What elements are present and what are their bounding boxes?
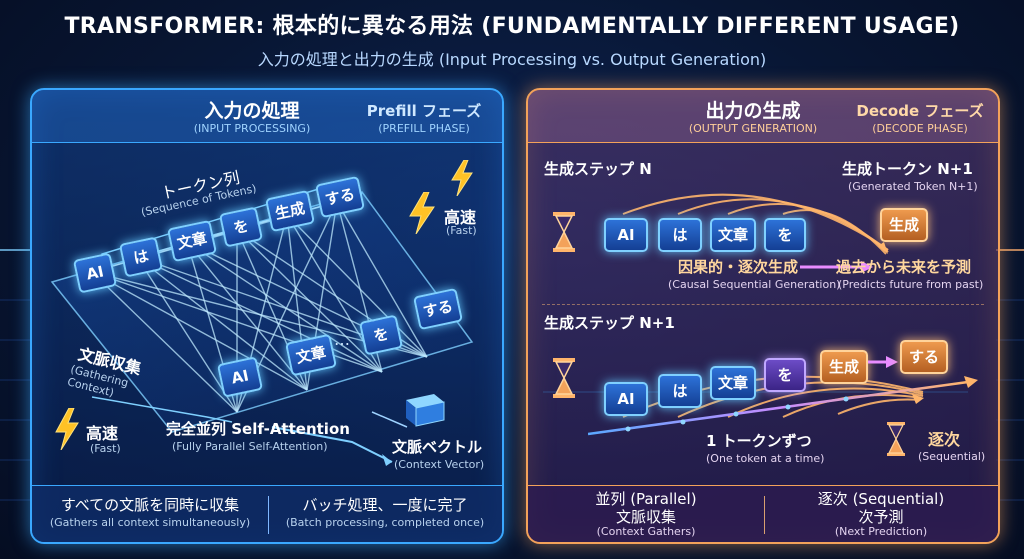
hourglass-icon: [553, 212, 575, 252]
footer-batch: バッチ処理、一度に完了: [302, 496, 468, 514]
hourglass-icon: [553, 358, 575, 398]
timeline-arrow: [588, 376, 978, 436]
right-panel-title: 出力の生成: [705, 100, 801, 122]
sequential-label: 逐次: [928, 430, 961, 449]
token-wa: は: [658, 218, 702, 252]
token-bunsho: 文章: [710, 218, 756, 252]
right-panel-title-en: (OUTPUT GENERATION): [688, 122, 818, 135]
next-arrow-icon: [868, 356, 898, 368]
token-suru-generated: する: [900, 340, 948, 374]
page-title: TRANSFORMER: 根本的に異なる用法 (FUNDAMENTALLY DI…: [64, 14, 960, 39]
token-wa: は: [658, 374, 702, 408]
step-n-label: 生成ステップ N: [544, 160, 652, 178]
left-panel-footer: すべての文脈を同時に収集 (Gathers all context simult…: [32, 485, 502, 542]
generated-token-label: 生成トークン N+1: [842, 160, 973, 178]
footer-sequential: 逐次 (Sequential): [817, 490, 945, 508]
step-separator: [542, 304, 984, 305]
left-panel-title: 入力の処理: [204, 100, 300, 122]
left-panel-header: [32, 90, 502, 143]
footer-divider: [268, 496, 269, 534]
fast-label-en: (Fast): [446, 224, 477, 237]
footer-parallel: 並列 (Parallel): [595, 490, 697, 508]
lightning-icon: [55, 408, 79, 450]
token-ai: AI: [604, 382, 648, 416]
token-ellipsis: …: [334, 330, 350, 349]
prefill-phase-label-en: (PREFILL PHASE): [378, 122, 470, 135]
token-bunsho: 文章: [710, 366, 756, 400]
left-panel-title-en: (INPUT PROCESSING): [193, 122, 311, 135]
lightning-icon: [409, 192, 435, 234]
predict-label: 過去から未来を予測: [836, 258, 972, 276]
context-vector-label-en: (Context Vector): [394, 458, 485, 471]
footer-batch-en: (Batch processing, completed once): [285, 516, 485, 529]
predict-label-en: (Predicts future from past): [838, 278, 984, 291]
token-ai: AI: [604, 218, 648, 252]
right-panel-footer: 並列 (Parallel) 文脈収集 (Context Gathers) 逐次 …: [528, 485, 998, 542]
causal-label: 因果的・逐次生成: [678, 258, 799, 276]
self-attention-label: 完全並列 Self-Attention: [166, 420, 350, 438]
one-token-label: 1 トークンずつ: [706, 432, 812, 450]
self-attention-label-en: (Fully Parallel Self-Attention): [172, 440, 328, 453]
decode-phase-label-en: (DECODE PHASE): [872, 122, 968, 135]
prefill-phase-label: Prefill フェーズ: [366, 102, 482, 120]
footer-gathers-all: すべての文脈を同時に収集: [60, 496, 240, 514]
fast-label: 高速: [444, 208, 477, 227]
decode-phase-label: Decode フェーズ: [856, 102, 984, 120]
footer-gathers-all-en: (Gathers all context simultaneously): [49, 516, 251, 529]
causal-label-en: (Causal Sequential Generation): [668, 278, 841, 291]
token-seisei-generated: 生成: [880, 208, 928, 242]
output-generation-panel: 出力の生成 (OUTPUT GENERATION) Decode フェーズ (D…: [526, 88, 1000, 544]
fast-label: 高速: [86, 424, 119, 443]
input-processing-panel: 入力の処理 (INPUT PROCESSING) Prefill フェーズ (P…: [30, 88, 504, 544]
right-panel-header: [528, 90, 998, 143]
token-wo: を: [764, 218, 806, 252]
sequential-label-en: (Sequential): [918, 450, 986, 463]
one-token-label-en: (One token at a time): [706, 452, 825, 465]
page-subtitle: 入力の処理と出力の生成 (Input Processing vs. Output…: [257, 50, 767, 69]
footer-context-gather: 文脈収集: [615, 508, 676, 526]
footer-divider: [764, 496, 765, 534]
step-n1-label: 生成ステップ N+1: [544, 314, 675, 332]
context-vector-cube: [406, 394, 445, 427]
generated-token-label-en: (Generated Token N+1): [848, 180, 978, 193]
token-seisei: 生成: [820, 350, 868, 384]
footer-next-prediction-en: (Next Prediction): [834, 525, 928, 538]
fast-label-en: (Fast): [90, 442, 121, 455]
hourglass-icon: [887, 422, 905, 456]
context-vector-label: 文脈ベクトル: [392, 438, 483, 456]
footer-context-gather-en: (Context Gathers): [596, 525, 696, 538]
lightning-icon: [451, 160, 473, 196]
footer-next-prediction: 次予測: [858, 508, 904, 526]
token-wo: を: [764, 358, 806, 392]
